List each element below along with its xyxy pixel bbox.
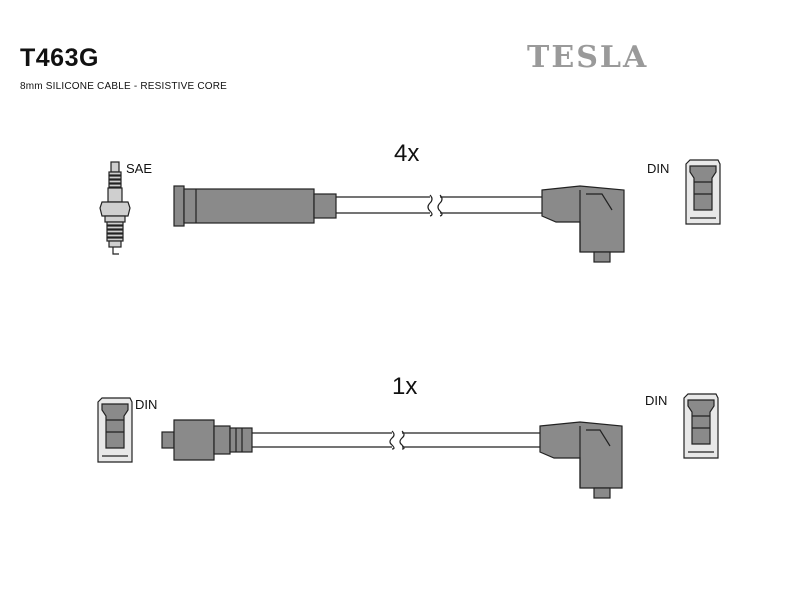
quantity-label-bottom: 1x bbox=[392, 373, 418, 400]
cable-description: 8mm SILICONE CABLE - RESISTIVE CORE bbox=[20, 81, 228, 92]
din-terminal-icon bbox=[685, 159, 721, 225]
din-terminal-icon bbox=[683, 393, 719, 459]
din-label-bottom-right: DIN bbox=[645, 393, 668, 408]
part-number: T463G bbox=[20, 44, 99, 72]
quantity-label-top: 4x bbox=[394, 140, 420, 167]
straight-boot-bottom bbox=[161, 431, 175, 449]
din-terminal-icon bbox=[97, 397, 133, 463]
sae-label: SAE bbox=[126, 161, 153, 176]
brand-logo: TESLA bbox=[527, 40, 649, 75]
din-label-top-right: DIN bbox=[647, 161, 670, 176]
spark-plug-icon bbox=[99, 161, 131, 255]
angled-boot-bottom bbox=[539, 421, 623, 489]
din-label-bottom-left: DIN bbox=[135, 397, 158, 412]
